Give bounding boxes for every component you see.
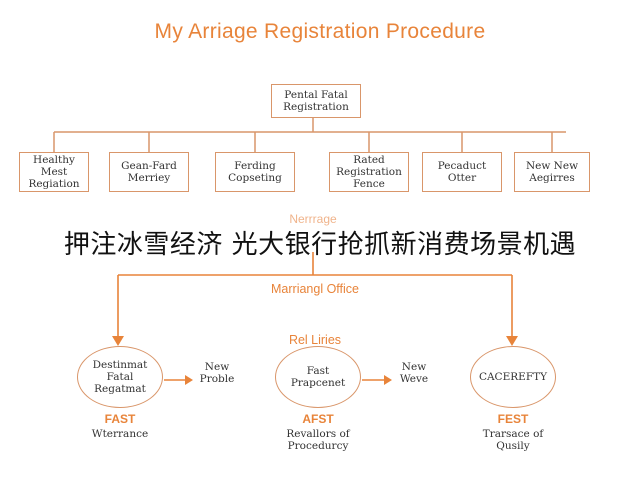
circle-3-caption: Trarsace of Qusily [482, 428, 544, 452]
tier-box-4: Rated Registration Fence [329, 152, 409, 192]
tier-box-6: New New Aegirres [514, 152, 590, 192]
diagram-title: My Arriage Registration Procedure [154, 20, 486, 43]
root-box: Pental Fatal Registration [271, 84, 361, 118]
office-label: Marriangl Office [271, 282, 359, 296]
circle-1-caption: Wterrance [91, 428, 149, 440]
circle-node-3: CACEREFTY [470, 346, 556, 408]
tier-box-2: Gean-Fard Merriey [109, 152, 189, 192]
arrow-label-2: New Weve [399, 361, 429, 385]
tier-box-1: Healthy Mest Regiation [19, 152, 89, 192]
circle-3-tag: FEST [497, 412, 529, 426]
banner-headline: 押注冰雪经济 光大银行抢抓新消费场景机遇 [63, 230, 577, 260]
circle-2-tag: AFST [302, 412, 334, 426]
circle-1-tag: FAST [104, 412, 136, 426]
circle-node-2: Fast Prapcenet [275, 346, 361, 408]
faint-label: Nerrrage [289, 212, 337, 226]
tier-box-5: Pecaduct Otter [422, 152, 502, 192]
circle-node-1: Destinmat Fatal Regatmat [77, 346, 163, 408]
center-label: Rel Liries [288, 333, 342, 347]
tier-box-3: Ferding Copseting [215, 152, 295, 192]
circle-2-caption: Revallors of Procedurcy [286, 428, 350, 452]
arrow-label-1: New Proble [199, 361, 235, 385]
